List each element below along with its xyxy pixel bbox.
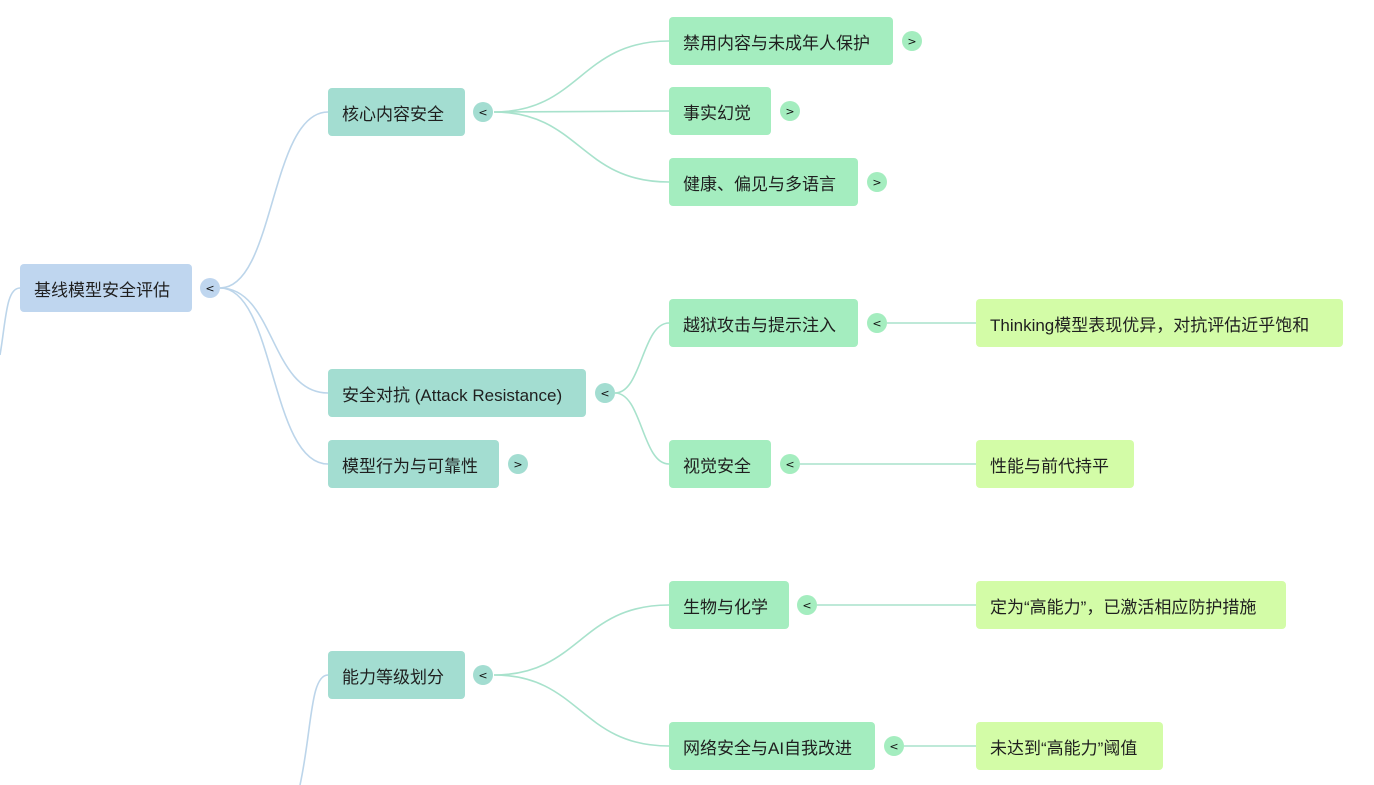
jailbreak-toggle[interactable]: <	[867, 313, 887, 333]
edge-root-adversarial	[219, 287, 329, 394]
cyber-ai-toggle[interactable]: <	[884, 736, 904, 756]
root-collapse-toggle[interactable]: <	[200, 278, 220, 298]
node-capability-levels[interactable]: 能力等级划分	[328, 651, 465, 699]
node-health-bias-multilingual[interactable]: 健康、偏见与多语言	[669, 158, 858, 206]
node-jailbreak-result[interactable]: Thinking模型表现优异，对抗评估近乎饱和	[976, 299, 1343, 347]
node-model-behavior-reliability[interactable]: 模型行为与可靠性	[328, 440, 499, 488]
visual-safety-toggle[interactable]: <	[780, 454, 800, 474]
factual-hallucination-expand-toggle[interactable]: >	[780, 101, 800, 121]
health-bias-expand-toggle[interactable]: >	[867, 172, 887, 192]
model-behavior-expand-toggle[interactable]: >	[508, 454, 528, 474]
node-visual-safety-result[interactable]: 性能与前代持平	[976, 440, 1134, 488]
capability-levels-toggle[interactable]: <	[473, 665, 493, 685]
node-prohibited-content[interactable]: 禁用内容与未成年人保护	[669, 17, 893, 65]
attack-resistance-toggle[interactable]: <	[595, 383, 615, 403]
edge-core-prohibited	[493, 40, 670, 113]
edge-offscreen-capability	[299, 674, 329, 785]
node-core-content-safety[interactable]: 核心内容安全	[328, 88, 465, 136]
node-jailbreak-prompt-injection[interactable]: 越狱攻击与提示注入	[669, 299, 858, 347]
edge-adversarial-visual	[614, 392, 670, 465]
edge-root-behavior	[219, 287, 329, 465]
edge-core-health	[493, 111, 670, 183]
edge-adversarial-jailbreak	[614, 322, 670, 394]
root-node[interactable]: 基线模型安全评估	[20, 264, 192, 312]
node-factual-hallucination[interactable]: 事实幻觉	[669, 87, 771, 135]
node-cyber-ai-self-improvement[interactable]: 网络安全与AI自我改进	[669, 722, 875, 770]
node-attack-resistance[interactable]: 安全对抗 (Attack Resistance)	[328, 369, 586, 417]
edge-root-core	[219, 111, 329, 289]
edge-capability-cyber	[493, 674, 670, 747]
edge-capability-biochem	[493, 604, 670, 676]
prohibited-content-expand-toggle[interactable]: >	[902, 31, 922, 51]
node-bio-chem-result[interactable]: 定为“高能力”，已激活相应防护措施	[976, 581, 1286, 629]
node-visual-safety[interactable]: 视觉安全	[669, 440, 771, 488]
node-cyber-ai-result[interactable]: 未达到“高能力”阈值	[976, 722, 1163, 770]
edge-core-factual	[493, 110, 670, 113]
edge-offscreen-root	[0, 287, 21, 356]
core-content-safety-toggle[interactable]: <	[473, 102, 493, 122]
node-bio-chem[interactable]: 生物与化学	[669, 581, 789, 629]
bio-chem-toggle[interactable]: <	[797, 595, 817, 615]
